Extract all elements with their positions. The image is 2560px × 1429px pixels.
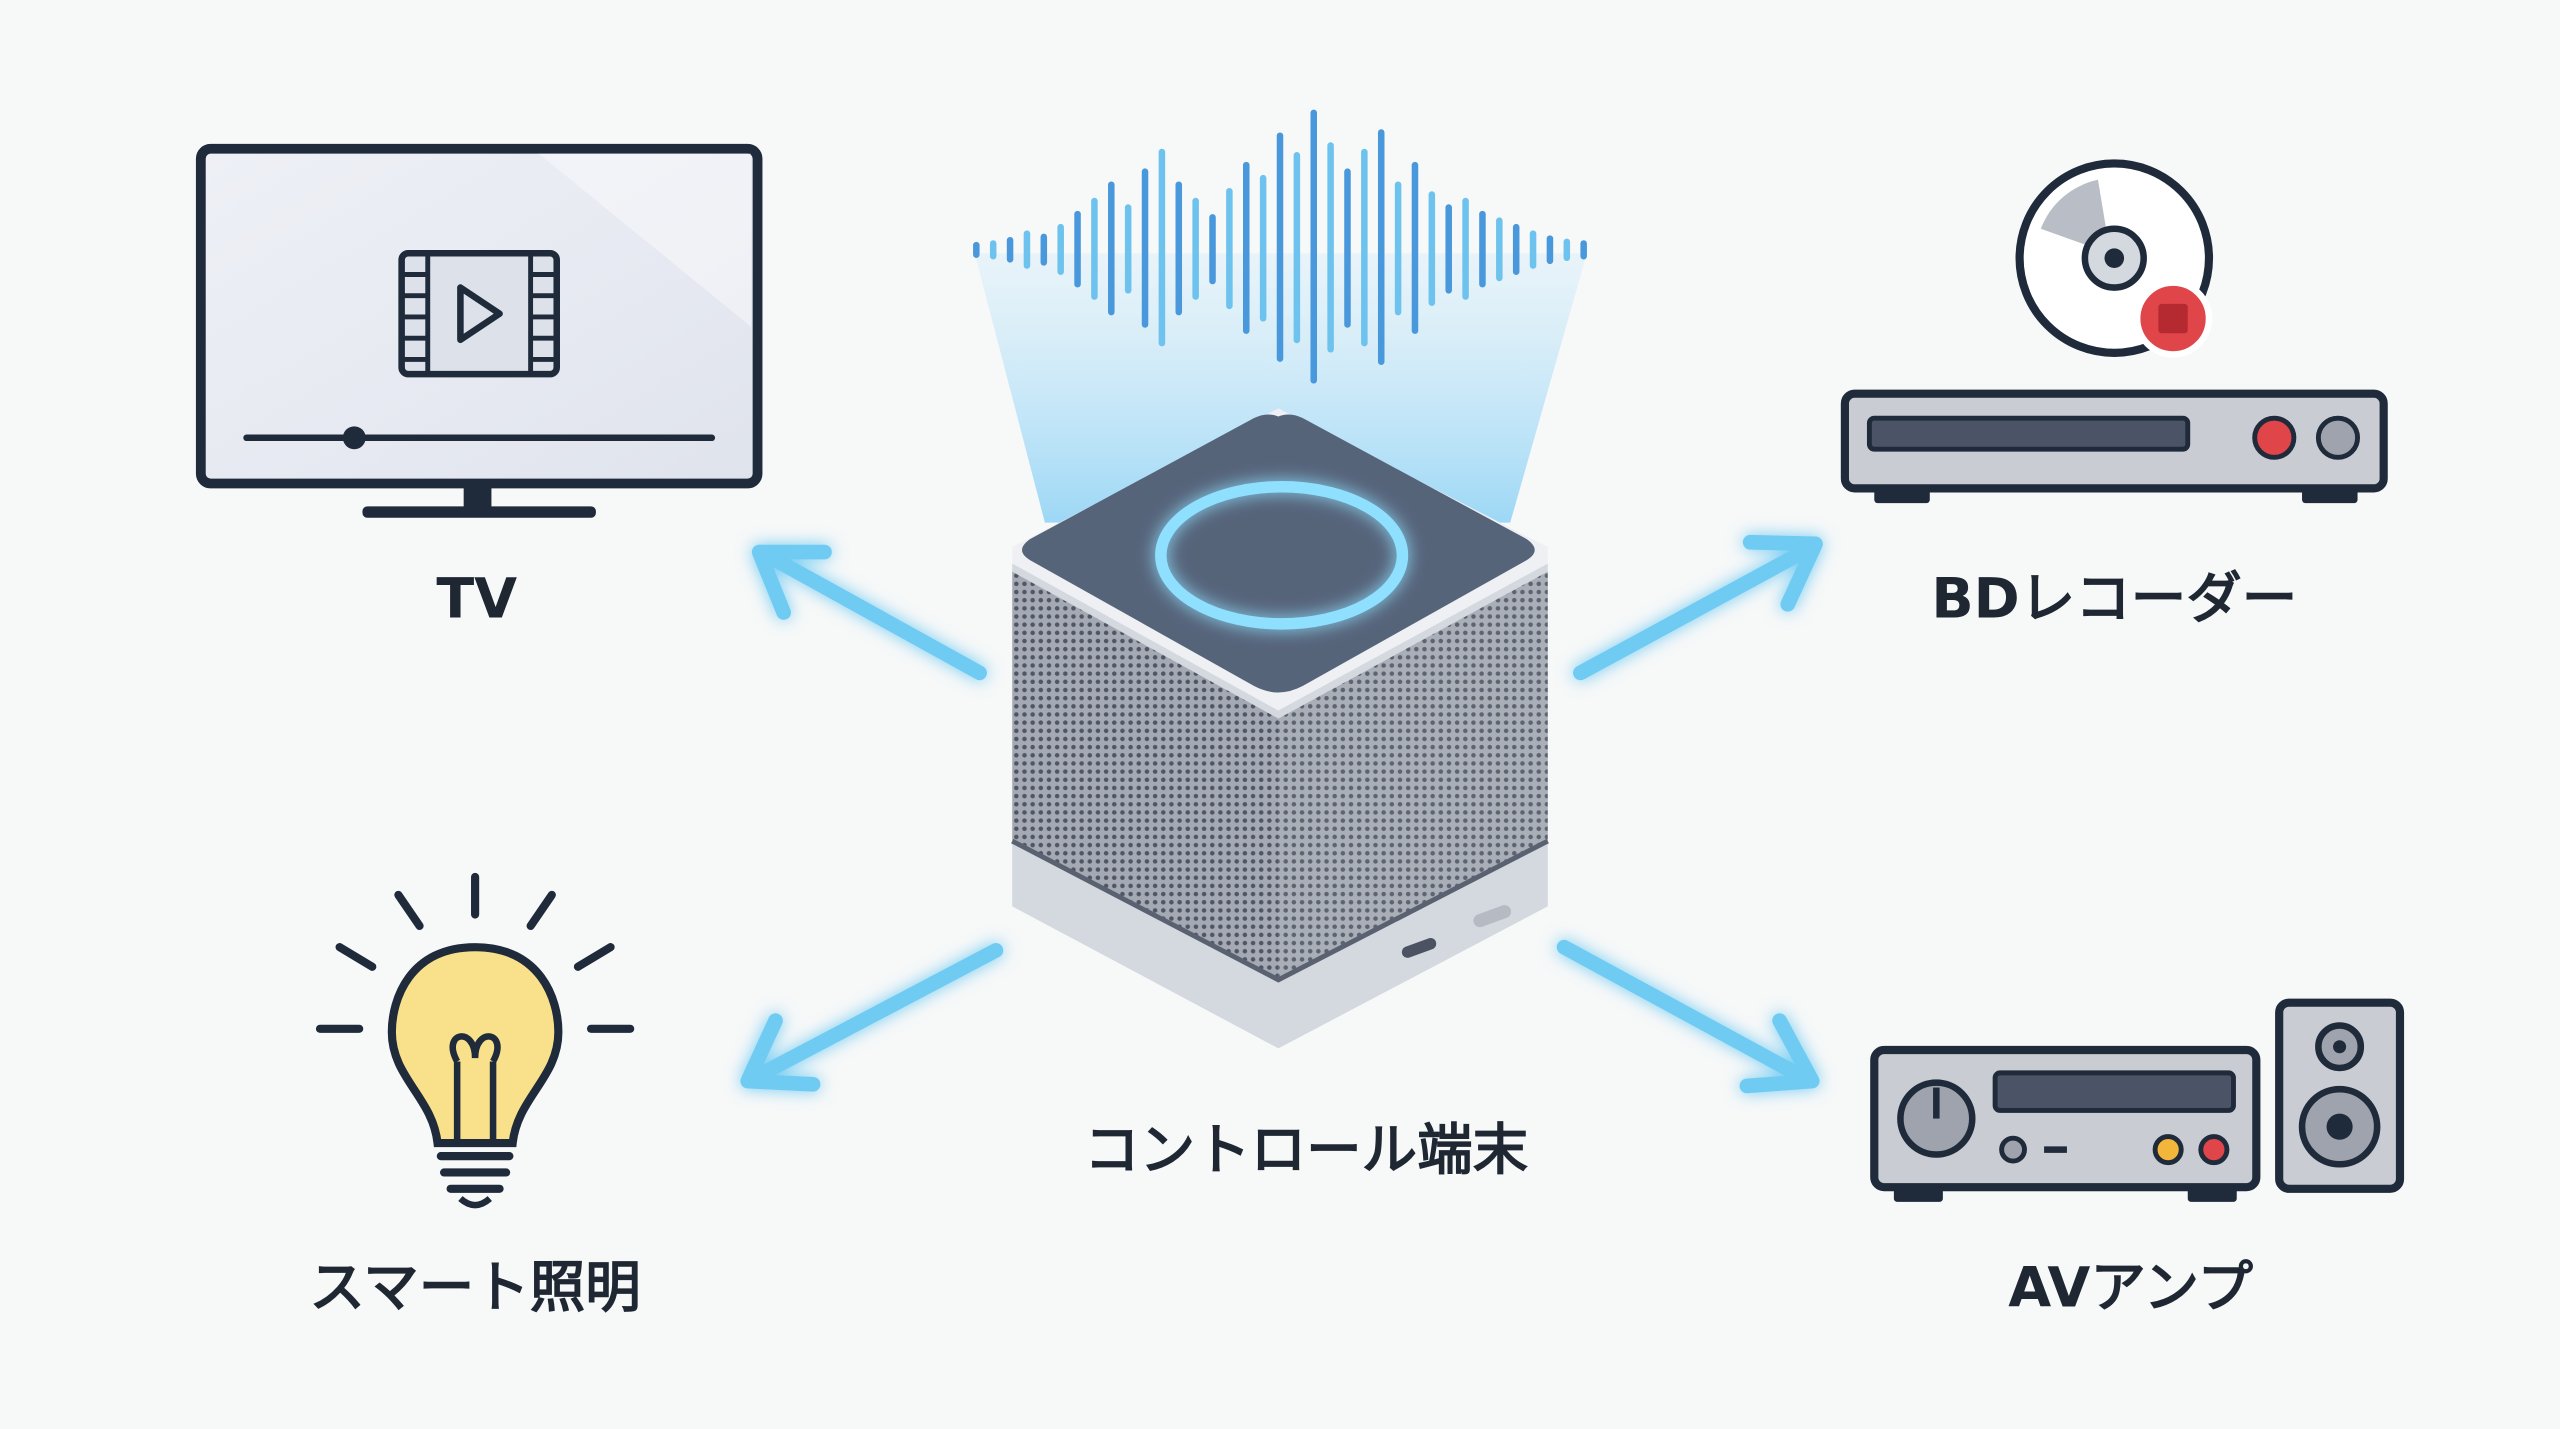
av-amp-device: AVアンプ bbox=[1870, 998, 2405, 1320]
indicator bbox=[1473, 905, 1512, 928]
voice-waveform bbox=[973, 109, 1587, 523]
arrow-to-av-amp bbox=[1556, 939, 1820, 1094]
light-ring bbox=[1155, 481, 1409, 630]
port bbox=[1401, 938, 1437, 958]
arrow-to-tv bbox=[751, 544, 987, 681]
bd-recorder-label: BDレコーダー bbox=[1931, 566, 2297, 631]
speaker-icon bbox=[2275, 998, 2405, 1193]
controller-device: コントロール端末 bbox=[1011, 408, 1549, 1183]
controller-top bbox=[1022, 414, 1535, 693]
video-play-icon bbox=[398, 250, 560, 378]
arrow-to-bd-recorder bbox=[1573, 534, 1823, 681]
bd-recorder-device: BDレコーダー bbox=[1840, 159, 2388, 631]
arrow-to-smart-light bbox=[740, 943, 1004, 1092]
smart-light-device: スマート照明 bbox=[309, 872, 641, 1320]
tv-device: TV bbox=[195, 143, 763, 631]
signal-arrows bbox=[740, 534, 1823, 1094]
light-rays bbox=[315, 872, 635, 1033]
progress-knob bbox=[342, 426, 366, 450]
smart-light-label: スマート照明 bbox=[309, 1255, 640, 1320]
controller-label: コントロール端末 bbox=[1084, 1118, 1529, 1183]
av-amp-label: AVアンプ bbox=[2008, 1255, 2253, 1320]
voice-beam bbox=[974, 253, 1587, 523]
disc-icon bbox=[2015, 159, 2214, 358]
tv-label: TV bbox=[436, 566, 517, 631]
